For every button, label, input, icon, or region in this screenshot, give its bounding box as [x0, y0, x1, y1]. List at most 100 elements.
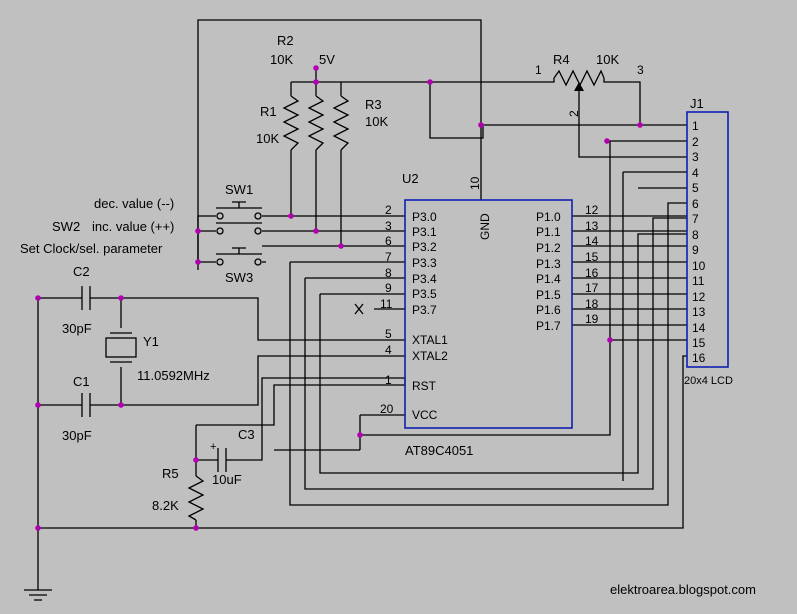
pin-number: 10 — [692, 259, 706, 273]
pin-number: 4 — [692, 166, 699, 180]
pin-name: VCC — [412, 408, 438, 422]
u2-gnd-pin-number: 10 — [468, 176, 482, 190]
pin-number: 9 — [692, 243, 699, 257]
r2-ref-label: R2 — [277, 33, 294, 48]
u2-right-pins: P1.0 12 P1.1 13 P1.2 14 P1.3 15 P1.4 16 … — [536, 203, 599, 333]
pin-name: P1.7 — [536, 319, 561, 333]
pin-number: 6 — [692, 197, 699, 211]
j1-connector-body — [686, 111, 729, 368]
resistor-r3 — [332, 95, 350, 151]
pin-name: XTAL1 — [412, 333, 448, 347]
pin-number: 18 — [585, 297, 599, 311]
no-connect-marker — [354, 303, 364, 315]
u2-left-pins-lower: 5 XTAL1 4 XTAL2 1 RST 20 VCC — [380, 327, 448, 422]
pin-name: P3.7 — [412, 303, 437, 317]
j1-ref-label: J1 — [690, 96, 704, 111]
pin-name: P1.5 — [536, 288, 561, 302]
pin-number: 15 — [585, 250, 599, 264]
pin-name: P1.1 — [536, 225, 561, 239]
pin-number: 2 — [692, 135, 699, 149]
pin-number: 1 — [692, 119, 699, 133]
pin-name: P1.0 — [536, 210, 561, 224]
pin-number: 1 — [385, 373, 392, 387]
r3-value-label: 10K — [365, 114, 388, 129]
r3-ref-label: R3 — [365, 97, 382, 112]
pin-number: 12 — [585, 203, 599, 217]
sw3-description: Set Clock/sel. parameter — [20, 241, 163, 256]
u2-part-label: AT89C4051 — [405, 443, 473, 458]
pin-number: 7 — [692, 212, 699, 226]
resistor-r5 — [187, 475, 205, 521]
pin-number: 3 — [692, 150, 699, 164]
pin-number: 16 — [692, 351, 706, 365]
u2-ref-label: U2 — [402, 171, 419, 186]
pin-name: P1.4 — [536, 272, 561, 286]
r1-ref-label: R1 — [260, 104, 277, 119]
pin-number: 13 — [585, 219, 599, 233]
u2-gnd-label: GND — [478, 213, 492, 240]
r5-value-label: 8.2K — [152, 498, 179, 513]
pin-name: P3.2 — [412, 240, 437, 254]
c3-value-label: 10uF — [212, 472, 242, 487]
resistor-r2 — [307, 95, 325, 151]
pin-number: 9 — [385, 281, 392, 295]
pin-name: P3.0 — [412, 210, 437, 224]
r4-pin2-label: 2 — [567, 110, 581, 117]
y1-value-label: 11.0592MHz — [137, 368, 210, 383]
c2-ref-label: C2 — [73, 264, 90, 279]
credit-text: elektroarea.blogspot.com — [610, 582, 756, 597]
pin-number: 15 — [692, 336, 706, 350]
y1-ref-label: Y1 — [143, 334, 159, 349]
sw1-label: SW1 — [225, 182, 253, 197]
pin-number: 13 — [692, 305, 706, 319]
r1-value-label: 10K — [256, 131, 279, 146]
pin-number: 2 — [385, 203, 392, 217]
pin-number: 14 — [692, 321, 706, 335]
switch-sw1 — [216, 201, 262, 220]
pin-number: 5 — [385, 327, 392, 341]
pin-number: 11 — [692, 274, 705, 288]
crystal-y1 — [105, 332, 137, 363]
pin-number: 8 — [692, 228, 699, 242]
pin-number: 4 — [385, 343, 392, 357]
resistor-r1 — [282, 95, 300, 151]
r4-pin1-label: 1 — [535, 63, 542, 77]
capacitor-c3: + — [210, 441, 232, 472]
junction-dots — [35, 65, 643, 531]
wires — [24, 19, 687, 601]
pin-number: 14 — [585, 234, 599, 248]
pin-name: P3.3 — [412, 256, 437, 270]
switch-sw3 — [216, 247, 262, 266]
pin-name: P1.2 — [536, 241, 561, 255]
r4-value-label: 10K — [596, 52, 619, 67]
pin-number: 12 — [692, 290, 706, 304]
c1-ref-label: C1 — [73, 374, 90, 389]
pin-number: 20 — [380, 402, 394, 416]
pin-number: 17 — [585, 281, 599, 295]
u2-chip-body — [404, 199, 573, 429]
r5-ref-label: R5 — [162, 466, 179, 481]
pin-name: XTAL2 — [412, 349, 448, 363]
r4-ref-label: R4 — [553, 52, 570, 67]
potentiometer-r4 — [553, 69, 605, 96]
pin-number: 3 — [385, 219, 392, 233]
j1-pin-numbers: 1 2 3 4 5 6 7 8 9 10 11 12 13 14 15 16 — [692, 119, 706, 365]
pin-number: 19 — [585, 312, 599, 326]
sw3-label: SW3 — [225, 270, 253, 285]
r4-pin3-label: 3 — [637, 63, 644, 77]
pin-number: 16 — [585, 266, 599, 280]
j1-type-label: 20x4 LCD — [684, 375, 733, 387]
pin-name: P1.3 — [536, 257, 561, 271]
c1-value-label: 30pF — [62, 428, 92, 443]
pin-name: RST — [412, 379, 437, 393]
capacitor-c1 — [72, 393, 95, 417]
pin-name: P3.4 — [412, 272, 437, 286]
pin-name: P1.6 — [536, 303, 561, 317]
pin-number: 5 — [692, 181, 699, 195]
pin-name: P3.1 — [412, 225, 437, 239]
pin-name: P3.5 — [412, 287, 437, 301]
sw1-description: dec. value (--) — [94, 196, 174, 211]
pin-number: 6 — [385, 234, 392, 248]
pin-number: 7 — [385, 250, 392, 264]
